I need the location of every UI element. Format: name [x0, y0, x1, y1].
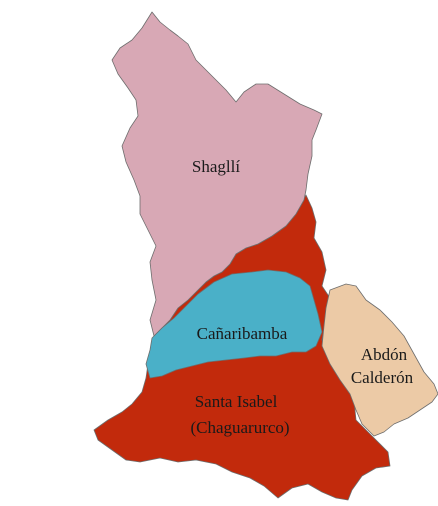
- label-abdon-calderon-line2: Calderón: [351, 368, 414, 387]
- label-santa-isabel-line2: (Chaguarurco): [190, 418, 289, 437]
- region-canaribamba[interactable]: [145, 269, 323, 379]
- label-santa-isabel-line1: Santa Isabel: [195, 392, 278, 411]
- label-abdon-calderon-line1: Abdón: [361, 345, 408, 364]
- label-shaglli: Shagllí: [192, 157, 240, 176]
- region-shaglli[interactable]: [111, 11, 323, 337]
- region-abdon-calderon[interactable]: [321, 283, 438, 437]
- label-canaribamba: Cañaribamba: [197, 324, 288, 343]
